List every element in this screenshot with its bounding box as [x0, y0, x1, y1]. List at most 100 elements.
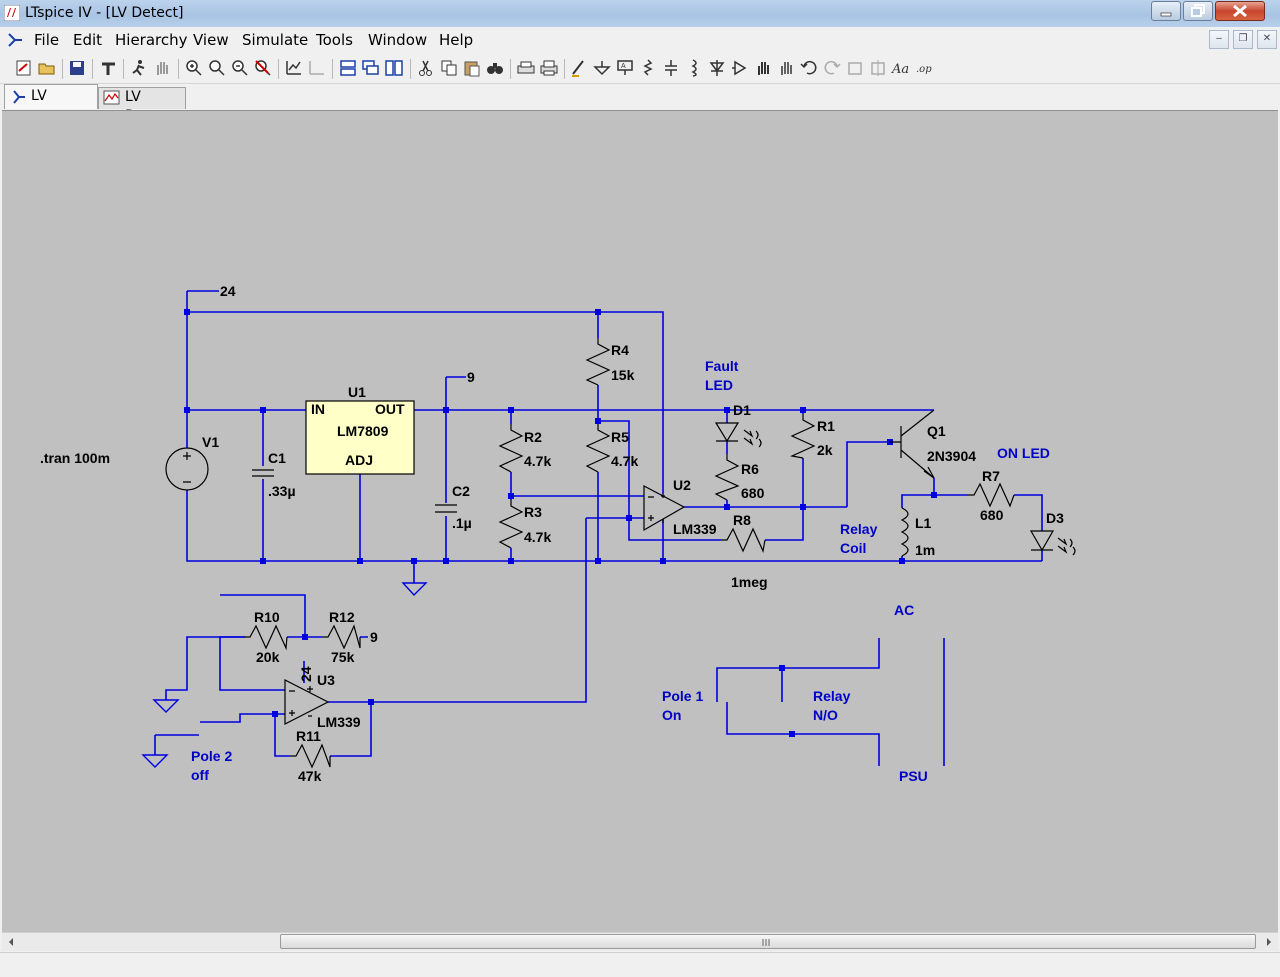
menu-file[interactable]: File [34, 31, 60, 49]
c2-symbol[interactable] [435, 504, 457, 513]
menu-view[interactable]: View [193, 31, 229, 49]
r5-symbol[interactable] [585, 424, 611, 473]
mdi-minimize-button[interactable]: – [1209, 30, 1229, 49]
r10-label: R10 [254, 609, 280, 625]
l1-value: 1m [915, 542, 935, 558]
menu-window[interactable]: Window [368, 31, 428, 49]
mdi-close-button[interactable]: ✕ [1257, 30, 1277, 49]
move-icon[interactable] [753, 57, 773, 79]
cascade-icon[interactable] [361, 57, 381, 79]
horizontal-scrollbar[interactable] [2, 932, 1278, 951]
v1-symbol[interactable] [165, 447, 209, 491]
zoom-out-icon[interactable] [230, 57, 250, 79]
text-icon[interactable]: Aa [891, 57, 911, 79]
d3-symbol[interactable] [1029, 530, 1055, 552]
print-icon[interactable] [539, 57, 559, 79]
cut-icon[interactable] [416, 57, 436, 79]
zoom-cancel-icon[interactable] [253, 57, 273, 79]
scroll-left-arrow-icon[interactable] [6, 936, 16, 948]
menu-simulate[interactable]: Simulate [242, 31, 309, 49]
comment-fault-led-1: Fault [705, 358, 739, 374]
mirror-icon[interactable] [868, 57, 888, 79]
v1-label: V1 [202, 434, 219, 450]
schematic-doc-icon[interactable] [6, 31, 24, 49]
schematic-drawing: 24 9 9 24 .tran 100m V1 C1 .33µ U1 IN OU… [40, 283, 1076, 784]
new-schematic-icon[interactable] [14, 57, 34, 79]
zoom-in-icon[interactable] [184, 57, 204, 79]
spice-directive-tran[interactable]: .tran 100m [40, 450, 110, 466]
mdi-restore-button[interactable]: ❐ [1233, 30, 1253, 49]
comment-on-led: ON LED [997, 445, 1050, 461]
tab-waveform[interactable]: LV Detect [98, 87, 186, 124]
save-icon[interactable] [67, 57, 87, 79]
c1-symbol[interactable] [252, 469, 274, 477]
r11-symbol[interactable] [290, 743, 331, 769]
r11-label: R11 [296, 728, 321, 744]
component-icon[interactable] [730, 57, 750, 79]
redo-icon[interactable] [822, 57, 842, 79]
draw-wire-icon[interactable] [569, 57, 589, 79]
reset-cache-icon[interactable] [307, 57, 327, 79]
zoom-pan-icon[interactable] [207, 57, 227, 79]
toolbar-separator [62, 59, 63, 79]
r10-value: 20k [256, 649, 280, 665]
copy-icon[interactable] [439, 57, 459, 79]
menu-tools[interactable]: Tools [316, 31, 353, 49]
r4-symbol[interactable] [585, 338, 611, 386]
close-button[interactable] [1215, 1, 1265, 21]
comment-ac: AC [894, 602, 914, 618]
label-net-icon[interactable]: A [615, 57, 635, 79]
r10-symbol[interactable] [244, 624, 288, 651]
q1-symbol[interactable] [890, 409, 935, 479]
u3-symbol[interactable] [284, 679, 330, 725]
menu-help[interactable]: Help [439, 31, 474, 49]
comment-pole1-1: Pole 1 [662, 688, 703, 704]
inductor-icon[interactable] [684, 57, 704, 79]
l1-symbol[interactable] [900, 507, 909, 557]
r2-symbol[interactable] [498, 424, 524, 473]
toolbar-separator [178, 59, 179, 79]
scrollbar-thumb[interactable] [280, 934, 1256, 949]
minimize-button[interactable] [1151, 1, 1181, 21]
drag-icon[interactable] [776, 57, 796, 79]
r1-symbol[interactable] [790, 414, 816, 459]
tab-schematic[interactable]: LV Detect [4, 84, 98, 126]
r2-value: 4.7k [524, 453, 551, 469]
r8-symbol[interactable] [721, 527, 766, 553]
control-panel-icon[interactable] [99, 57, 119, 79]
r6-symbol[interactable] [714, 454, 740, 501]
autorange-icon[interactable] [284, 57, 304, 79]
run-icon[interactable] [129, 57, 149, 79]
comment-pole1-2: On [662, 707, 681, 723]
d1-symbol[interactable] [714, 422, 740, 443]
print-setup-icon[interactable] [516, 57, 536, 79]
scroll-right-arrow-icon[interactable] [1264, 936, 1274, 948]
paste-icon[interactable] [462, 57, 482, 79]
r4-value: 15k [611, 367, 635, 383]
tile-vertical-icon[interactable] [384, 57, 404, 79]
u3-part: LM339 [317, 714, 361, 730]
halt-icon[interactable] [152, 57, 172, 79]
net-label-9: 9 [467, 369, 475, 385]
r3-symbol[interactable] [498, 500, 524, 549]
comment-pole2-2: off [191, 767, 209, 783]
menu-hierarchy[interactable]: Hierarchy [115, 31, 188, 49]
r7-symbol[interactable] [968, 482, 1015, 508]
r3-value: 4.7k [524, 529, 551, 545]
ground-icon[interactable] [592, 57, 612, 79]
find-icon[interactable] [485, 57, 505, 79]
tile-horizontal-icon[interactable] [338, 57, 358, 79]
diode-icon[interactable] [707, 57, 727, 79]
spice-directive-icon[interactable]: .op [914, 57, 934, 79]
capacitor-icon[interactable] [661, 57, 681, 79]
undo-icon[interactable] [799, 57, 819, 79]
schematic-canvas[interactable]: 24 9 9 24 .tran 100m V1 C1 .33µ U1 IN OU… [2, 110, 1278, 933]
r8-value: 1meg [731, 574, 768, 590]
open-icon[interactable] [37, 57, 57, 79]
restore-button[interactable] [1183, 1, 1213, 21]
rotate-icon[interactable] [845, 57, 865, 79]
u1-regulator-body[interactable] [305, 400, 415, 475]
r12-symbol[interactable] [322, 624, 361, 650]
menu-edit[interactable]: Edit [73, 31, 103, 49]
resistor-icon[interactable] [638, 57, 658, 79]
